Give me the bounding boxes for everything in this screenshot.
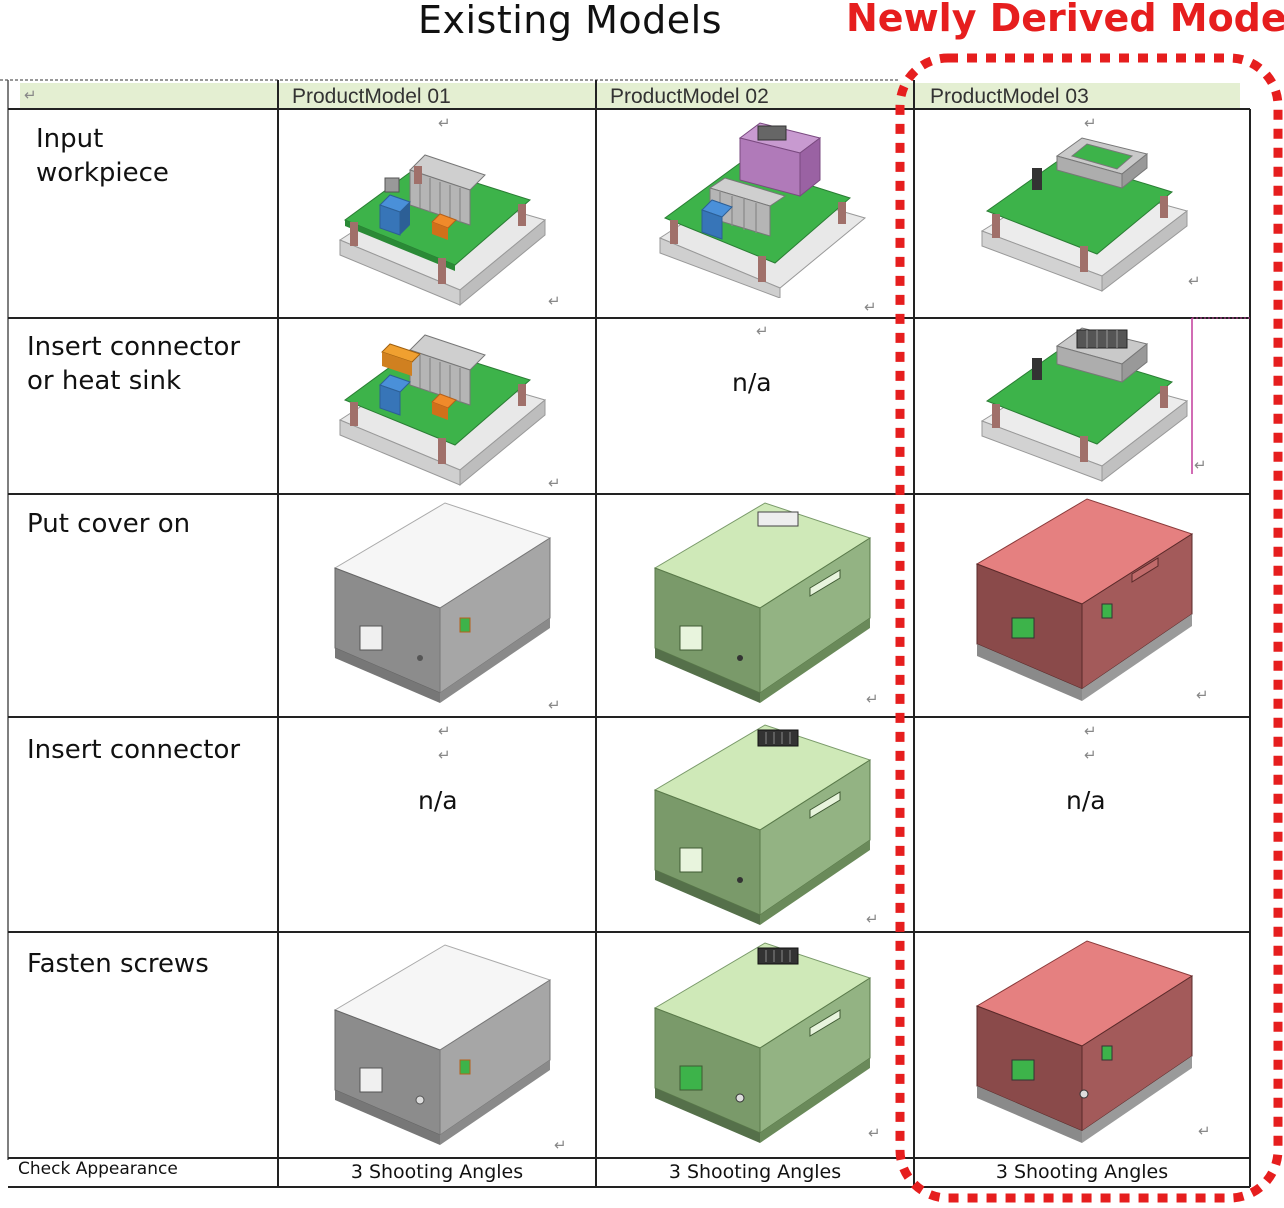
enclosure-cover-icon xyxy=(333,944,552,1145)
pcb-board-icon xyxy=(338,334,547,487)
row-label-input-workpiece: Input workpiece xyxy=(36,124,169,188)
row-label-fasten-screws: Fasten screws xyxy=(27,949,209,979)
enclosure-cover-icon xyxy=(333,502,552,703)
enclosure-cover-icon xyxy=(975,498,1194,701)
na-model02-row2: n/a xyxy=(732,368,772,397)
na-model01-row4: n/a xyxy=(418,786,458,815)
enclosure-cover-icon xyxy=(975,940,1194,1143)
footer-value-model01: 3 Shooting Angles xyxy=(350,1161,524,1183)
col-header-model03: ProductModel 03 xyxy=(930,85,1089,108)
newly-derived-model-heading: Newly Derived Model xyxy=(846,0,1284,40)
return-mark: ↵ xyxy=(548,292,561,310)
return-mark: ↵ xyxy=(868,1124,881,1142)
return-mark: ↵ xyxy=(438,114,451,132)
enclosure-cover-icon xyxy=(653,942,872,1143)
footer-value-model02: 3 Shooting Angles xyxy=(668,1161,842,1183)
na-model03-row4: n/a xyxy=(1066,786,1106,815)
return-mark: ↵ xyxy=(1188,272,1201,290)
row-label-put-cover-on: Put cover on xyxy=(27,509,191,539)
return-mark: ↵ xyxy=(1084,722,1097,740)
return-mark: ↵ xyxy=(1198,1122,1211,1140)
return-mark: ↵ xyxy=(866,690,879,708)
return-mark: ↵ xyxy=(554,1136,567,1154)
row-label-insert-connector-heat-sink: Insert connector or heat sink xyxy=(27,332,241,396)
return-mark: ↵ xyxy=(1084,114,1097,132)
return-mark: ↵ xyxy=(864,298,877,316)
pcb-board-icon xyxy=(338,154,547,307)
pcb-board-icon xyxy=(658,122,867,298)
return-mark: ↵ xyxy=(1084,746,1097,764)
header-band xyxy=(20,83,1240,109)
existing-models-heading: Existing Models xyxy=(418,0,722,42)
return-mark: ↵ xyxy=(548,474,561,492)
return-mark: ↵ xyxy=(24,86,37,104)
return-mark: ↵ xyxy=(438,722,451,740)
footer-value-model03: 3 Shooting Angles xyxy=(995,1161,1169,1183)
return-mark: ↵ xyxy=(756,322,769,340)
return-mark: ↵ xyxy=(1196,686,1209,704)
return-mark: ↵ xyxy=(438,746,451,764)
footer-label: Check Appearance xyxy=(18,1159,178,1179)
enclosure-cover-icon xyxy=(653,724,872,925)
return-mark: ↵ xyxy=(1194,456,1207,474)
col-header-model01: ProductModel 01 xyxy=(292,85,451,108)
row-label-insert-connector: Insert connector xyxy=(27,735,241,765)
enclosure-cover-icon xyxy=(653,502,872,703)
return-mark: ↵ xyxy=(866,910,879,928)
col-header-model02: ProductModel 02 xyxy=(610,85,769,108)
pcb-board-icon xyxy=(980,137,1189,293)
newly-derived-highlight xyxy=(895,53,1283,1203)
pcb-board-icon xyxy=(980,327,1189,483)
return-mark: ↵ xyxy=(548,696,561,714)
